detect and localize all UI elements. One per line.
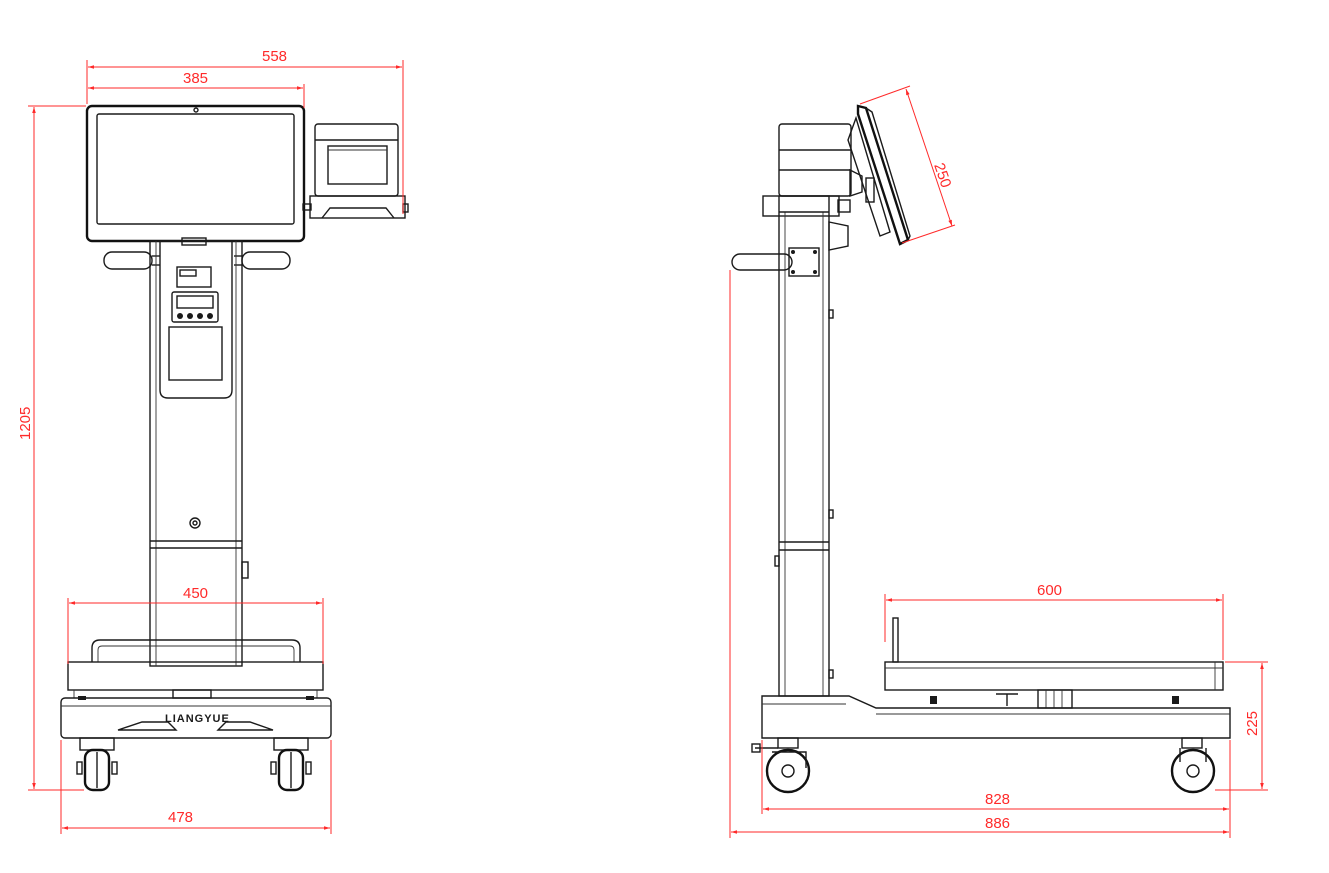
front-monitor [85, 104, 306, 246]
front-view: LIANGYUE 558 [17, 48, 409, 834]
dim-total-height: 1205 [17, 407, 34, 440]
side-printer [762, 123, 852, 217]
front-dimensions: 558 385 1205 450 478 [17, 48, 404, 834]
dim-total-length: 886 [985, 815, 1010, 832]
side-view: 250 600 225 828 886 [729, 85, 1268, 838]
dim-base-width: 478 [168, 809, 193, 826]
side-base [761, 695, 1231, 739]
dim-screen-width: 385 [183, 70, 208, 87]
front-wheel-left [76, 737, 118, 792]
side-column [774, 195, 849, 697]
front-platform [67, 639, 324, 699]
front-wheel-right [270, 737, 312, 792]
brand-label: LIANGYUE [165, 713, 230, 725]
side-dimensions: 250 600 225 828 886 [729, 85, 1268, 838]
dim-platform-width: 450 [183, 585, 208, 602]
side-wheel-left [751, 737, 811, 794]
side-monitor [847, 104, 911, 246]
dim-base-length: 828 [985, 791, 1010, 808]
front-column [149, 240, 249, 667]
side-wheel-right [1170, 737, 1216, 794]
dim-screen-height: 250 [930, 161, 954, 190]
side-platform [884, 617, 1224, 709]
front-control-panel [159, 240, 233, 399]
front-printer [302, 123, 409, 219]
side-handle [731, 247, 820, 277]
dim-platform-height: 225 [1244, 711, 1261, 736]
dim-total-width: 558 [262, 48, 287, 65]
front-base: LIANGYUE [60, 696, 332, 739]
dim-platform-length: 600 [1037, 582, 1062, 599]
